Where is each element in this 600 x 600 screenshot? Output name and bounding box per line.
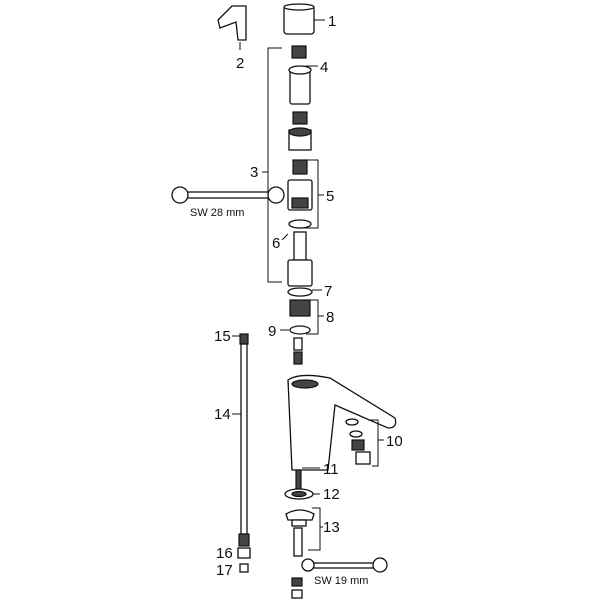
part-2-lever <box>217 5 247 50</box>
bracket-8 <box>306 299 319 335</box>
label-16: 16 <box>216 545 233 562</box>
faucet-body <box>284 337 397 599</box>
label-15: 15 <box>214 328 231 345</box>
label-7: 7 <box>324 283 332 300</box>
label-17: 17 <box>216 562 233 579</box>
bracket-13 <box>308 507 321 551</box>
part-14-hose <box>237 333 251 573</box>
label-3: 3 <box>250 164 258 181</box>
part-1-cap <box>283 3 325 35</box>
bracket-10 <box>368 419 379 467</box>
cartridge-stack <box>287 65 313 335</box>
part-4 <box>291 45 318 67</box>
bracket-5 <box>304 159 319 229</box>
part-10-aerator <box>345 418 371 465</box>
label-6: 6 <box>272 235 280 252</box>
label-14: 14 <box>214 406 231 423</box>
label-11: 11 <box>323 461 339 478</box>
wrench-sw19-icon <box>301 557 388 573</box>
wrench-sw28-icon <box>171 186 285 204</box>
label-4: 4 <box>320 59 328 76</box>
label-5: 5 <box>326 188 334 205</box>
label-8: 8 <box>326 309 334 326</box>
label-10: 10 <box>386 433 403 450</box>
label-12: 12 <box>323 486 340 503</box>
label-13: 13 <box>323 519 340 536</box>
bracket-3 <box>267 47 282 283</box>
label-2: 2 <box>236 55 244 72</box>
label-9: 9 <box>268 323 276 340</box>
wrench-label-19: SW 19 mm <box>314 575 368 587</box>
wrench-label-28: SW 28 mm <box>190 207 244 219</box>
label-1: 1 <box>328 13 336 30</box>
